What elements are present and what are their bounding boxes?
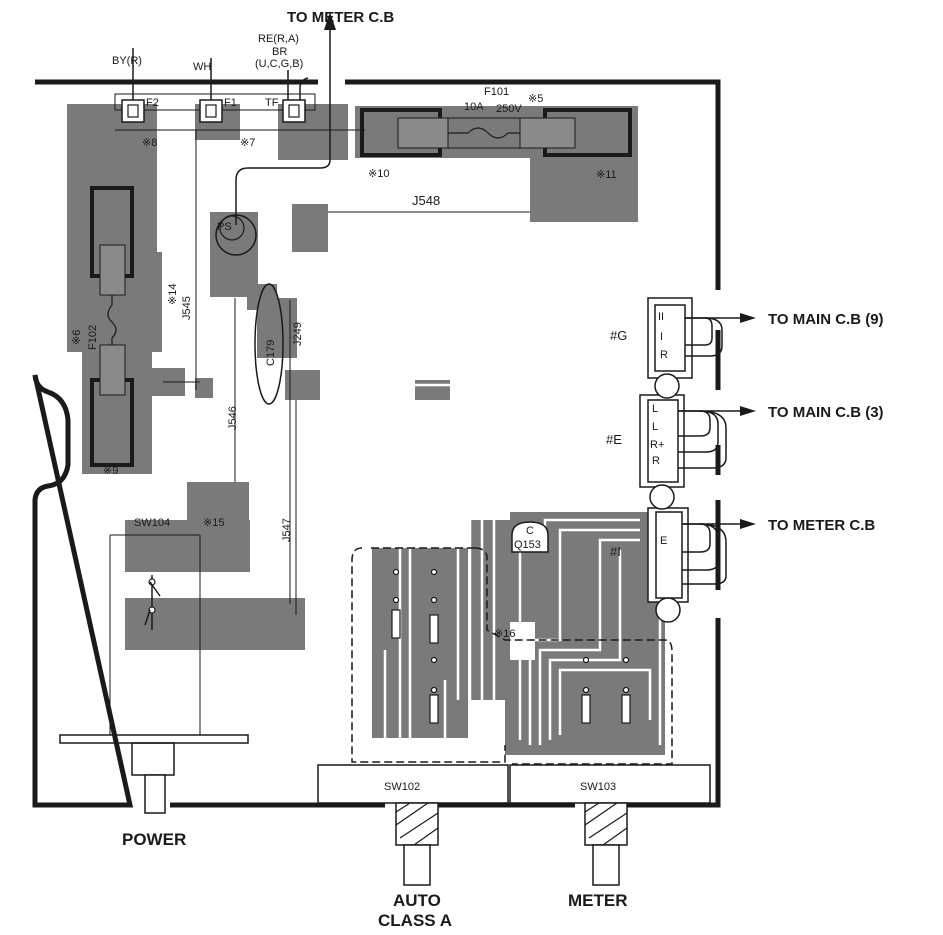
label-note-14: ※14 [167, 284, 179, 305]
label-ps: PS [217, 221, 232, 233]
pin-label: R [652, 455, 660, 467]
connector-arrowheads [740, 313, 756, 529]
switch-contacts [391, 568, 631, 724]
label-to-main-9: TO MAIN C.B (9) [768, 311, 884, 328]
top-wires [132, 24, 331, 225]
label-wire-wh: WH [193, 61, 211, 73]
label-wire-br-sub: (U,C,G,B) [255, 58, 303, 70]
pin-label: L [652, 421, 658, 433]
pin-label: R+ [650, 439, 664, 451]
label-to-meter-top: TO METER C.B [287, 9, 394, 26]
label-group-e: #E [606, 432, 622, 447]
label-note-10: ※10 [368, 168, 389, 180]
label-terminal-f2: F2 [146, 97, 159, 109]
connector-blocks [639, 297, 693, 623]
label-note-9: ※9 [103, 465, 118, 477]
capacitor-c179 [254, 283, 284, 405]
label-j546: J546 [227, 406, 239, 430]
label-wire-by: BY(R) [112, 55, 142, 67]
label-j547: J547 [281, 518, 293, 542]
label-note-15: ※15 [203, 517, 224, 529]
arrow-to-meter-top [324, 12, 336, 30]
fuse-f102 [90, 186, 134, 467]
label-auto: AUTO [393, 891, 441, 910]
label-note-16: ※16 [494, 628, 515, 640]
label-f101-amps: 10A [464, 101, 484, 113]
label-sw102: SW102 [384, 781, 420, 793]
copper-pads [67, 104, 665, 755]
label-j249: J249 [292, 322, 304, 346]
ps-component [215, 214, 257, 256]
label-group-g: #G [610, 328, 627, 343]
label-f102: F102 [87, 325, 99, 350]
fuse-f101 [360, 108, 632, 157]
label-note-8: ※8 [142, 137, 157, 149]
pin-label: II [658, 311, 664, 323]
label-note-7: ※7 [240, 137, 255, 149]
label-terminal-f1: F1 [224, 97, 237, 109]
connector-wires [678, 317, 740, 585]
label-j548: J548 [412, 193, 440, 208]
label-f101-volts: 250V [496, 103, 522, 115]
label-wire-re: RE(R,A) [258, 33, 299, 45]
label-power: POWER [122, 830, 186, 849]
switch-bases [317, 764, 711, 886]
label-c179: C179 [265, 340, 277, 366]
label-q153-top: C [526, 525, 534, 537]
switch-knob-hatching [395, 802, 628, 846]
label-f101: F101 [484, 86, 509, 98]
label-class-a: CLASS A [378, 911, 452, 930]
label-wire-br: BR [272, 46, 287, 58]
label-j545: J545 [181, 296, 193, 320]
label-sw104: SW104 [134, 517, 170, 529]
label-group-i: #I [610, 544, 621, 559]
label-note-5: ※5 [528, 93, 543, 105]
label-to-meter-right: TO METER C.B [768, 517, 875, 534]
switch-frames [351, 547, 673, 765]
label-meter-knob: METER [568, 891, 628, 910]
pin-label: I [660, 331, 663, 343]
pin-label: R [660, 349, 668, 361]
pin-label: E [660, 535, 667, 547]
label-terminal-tf: TF [265, 97, 279, 109]
label-note-11: ※11 [596, 169, 617, 181]
label-q153: Q153 [514, 539, 541, 551]
label-note-6: ※6 [71, 330, 83, 345]
label-sw103: SW103 [580, 781, 616, 793]
label-to-main-3: TO MAIN C.B (3) [768, 404, 884, 421]
transistor-q153 [511, 521, 549, 553]
pin-label: L [652, 403, 658, 415]
power-switch-sw104 [59, 575, 249, 814]
jumper-wires [109, 130, 530, 735]
